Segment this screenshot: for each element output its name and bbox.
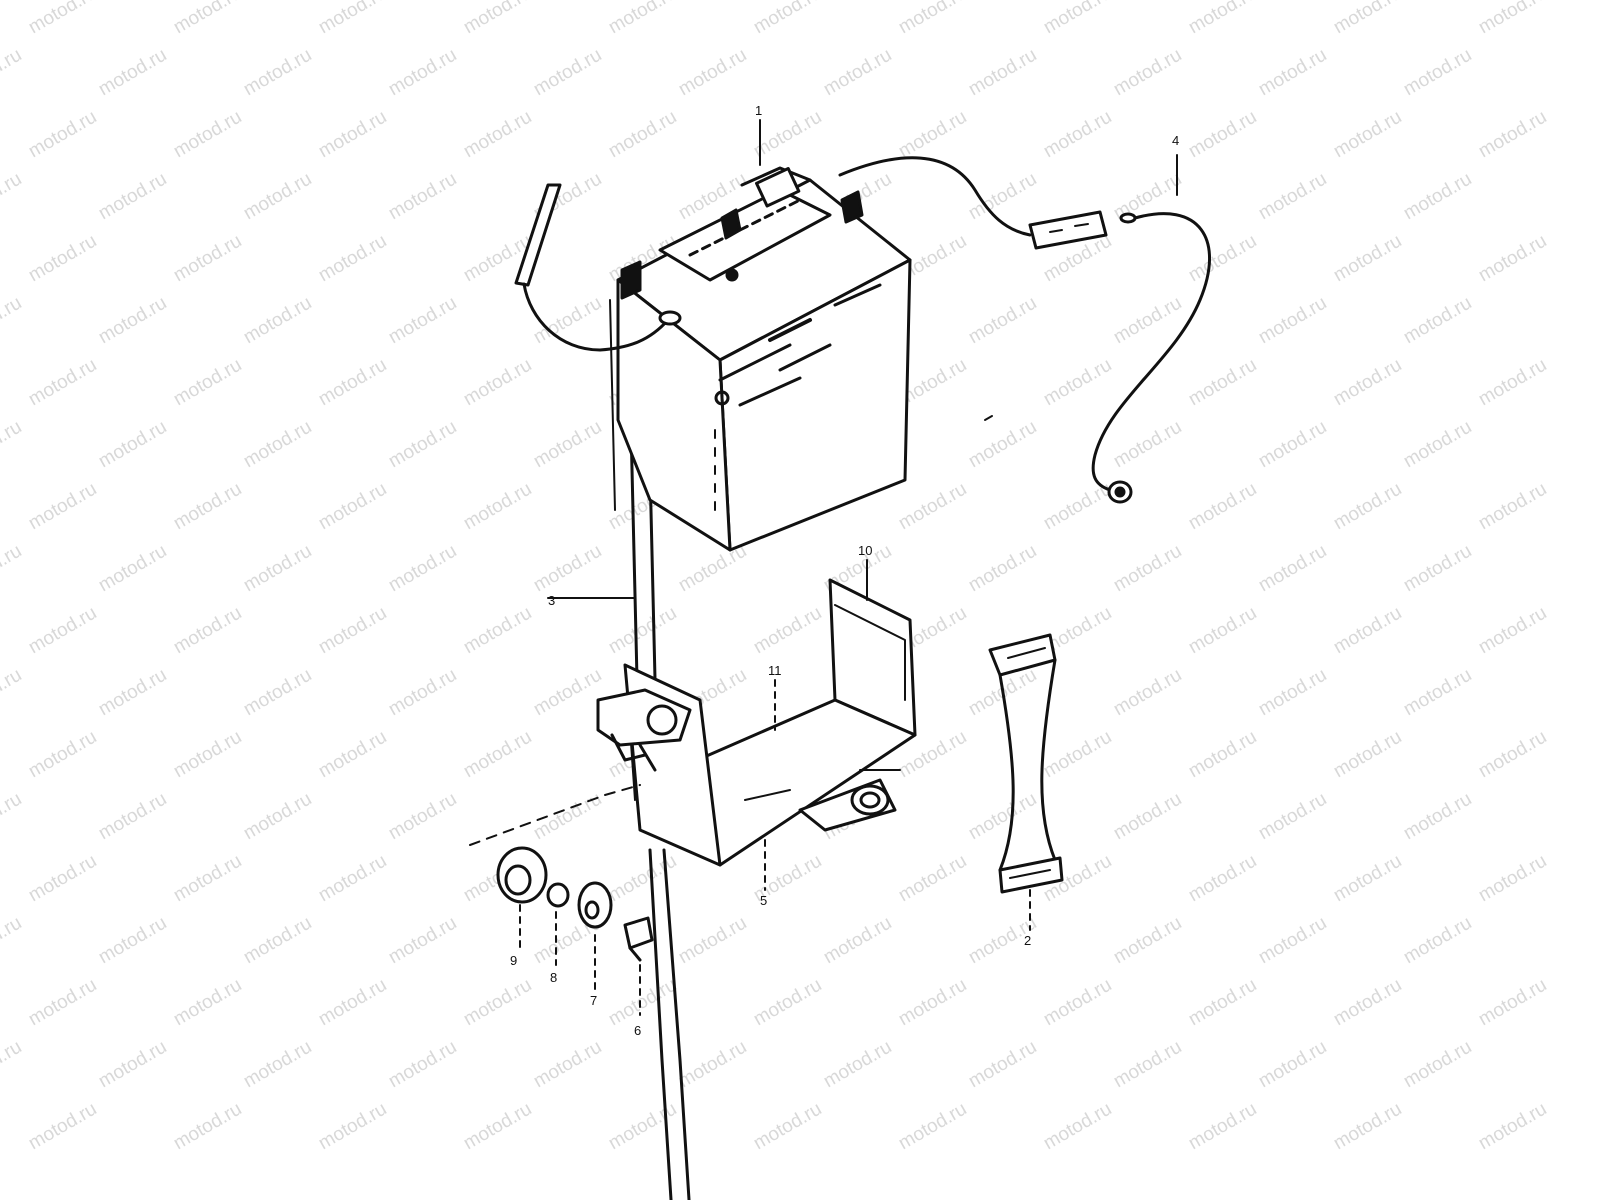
callouts: 1 2 3 4 5 6 7 8 9 10 11 <box>510 103 1179 1038</box>
callout-8: 8 <box>550 970 557 985</box>
callout-10: 10 <box>858 543 872 558</box>
battery-holder <box>596 578 917 867</box>
leader-lines <box>469 119 1178 1016</box>
callout-6: 6 <box>634 1023 641 1038</box>
callout-2: 2 <box>1024 933 1031 948</box>
battery <box>609 166 993 552</box>
callout-4: 4 <box>1172 133 1179 148</box>
ground-cable <box>1091 212 1211 504</box>
fasteners <box>496 846 654 962</box>
callout-7: 7 <box>590 993 597 1008</box>
callout-1: 1 <box>755 103 762 118</box>
battery-lead-cable <box>838 156 1108 250</box>
callout-5: 5 <box>760 893 767 908</box>
battery-band <box>988 633 1064 894</box>
positive-lead <box>514 183 682 352</box>
callout-11: 11 <box>768 663 782 678</box>
callout-3: 3 <box>548 593 555 608</box>
callout-9: 9 <box>510 953 517 968</box>
